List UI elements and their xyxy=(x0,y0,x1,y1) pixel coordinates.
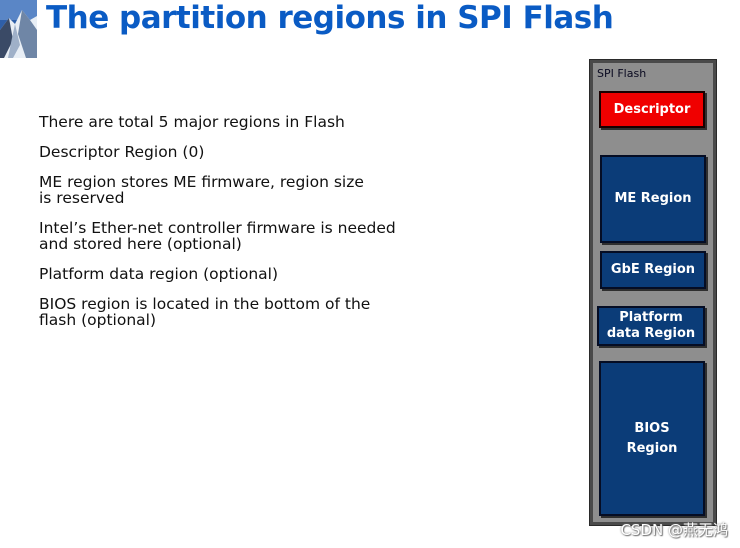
list-item: There are total 5 major regions in Flash xyxy=(39,114,439,130)
mountain-logo-image xyxy=(0,0,37,58)
list-item-line: flash (optional) xyxy=(39,311,156,329)
gbe-region-label: GbE Region xyxy=(610,262,696,277)
gbe-region: GbE Region xyxy=(600,251,706,289)
page-title: The partition regions in SPI Flash xyxy=(46,0,614,36)
list-item-line: BIOS region is located in the bottom of … xyxy=(39,295,371,313)
list-item: Platform data region (optional) xyxy=(39,266,439,282)
list-item-line: Intel’s Ether-net controller firmware is… xyxy=(39,219,396,237)
platform-data-region: Platform data Region xyxy=(597,306,705,346)
list-item: BIOS region is located in the bottom of … xyxy=(39,296,439,328)
bullet-list: There are total 5 major regions in Flash… xyxy=(39,114,439,342)
list-item: ME region stores ME firmware, region siz… xyxy=(39,174,439,206)
descriptor-region-label: Descriptor xyxy=(613,101,691,117)
me-region: ME Region xyxy=(600,155,706,243)
list-item-line: Platform data region (optional) xyxy=(39,265,278,283)
list-item-line: Descriptor Region (0) xyxy=(39,143,205,161)
list-item-line: ME region stores ME firmware, region siz… xyxy=(39,173,364,191)
csdn-watermark: CSDN @燕无鸿 xyxy=(620,521,728,539)
platform-data-region-label-line2: data Region xyxy=(606,326,696,341)
list-item-line: and stored here (optional) xyxy=(39,235,242,253)
me-region-label: ME Region xyxy=(614,191,692,206)
bios-region-label-line2: Region xyxy=(626,440,678,456)
list-item-line: There are total 5 major regions in Flash xyxy=(39,113,345,131)
descriptor-region: Descriptor xyxy=(599,91,705,128)
bios-region: BIOS Region xyxy=(599,361,705,516)
bios-region-label-line1: BIOS xyxy=(634,420,670,436)
spi-flash-diagram: SPI Flash Descriptor ME Region GbE Regio… xyxy=(589,59,717,526)
list-item: Descriptor Region (0) xyxy=(39,144,439,160)
spi-flash-label: SPI Flash xyxy=(597,67,647,80)
list-item: Intel’s Ether-net controller firmware is… xyxy=(39,220,439,252)
platform-data-region-label-line1: Platform xyxy=(619,310,683,325)
list-item-line: is reserved xyxy=(39,189,125,207)
